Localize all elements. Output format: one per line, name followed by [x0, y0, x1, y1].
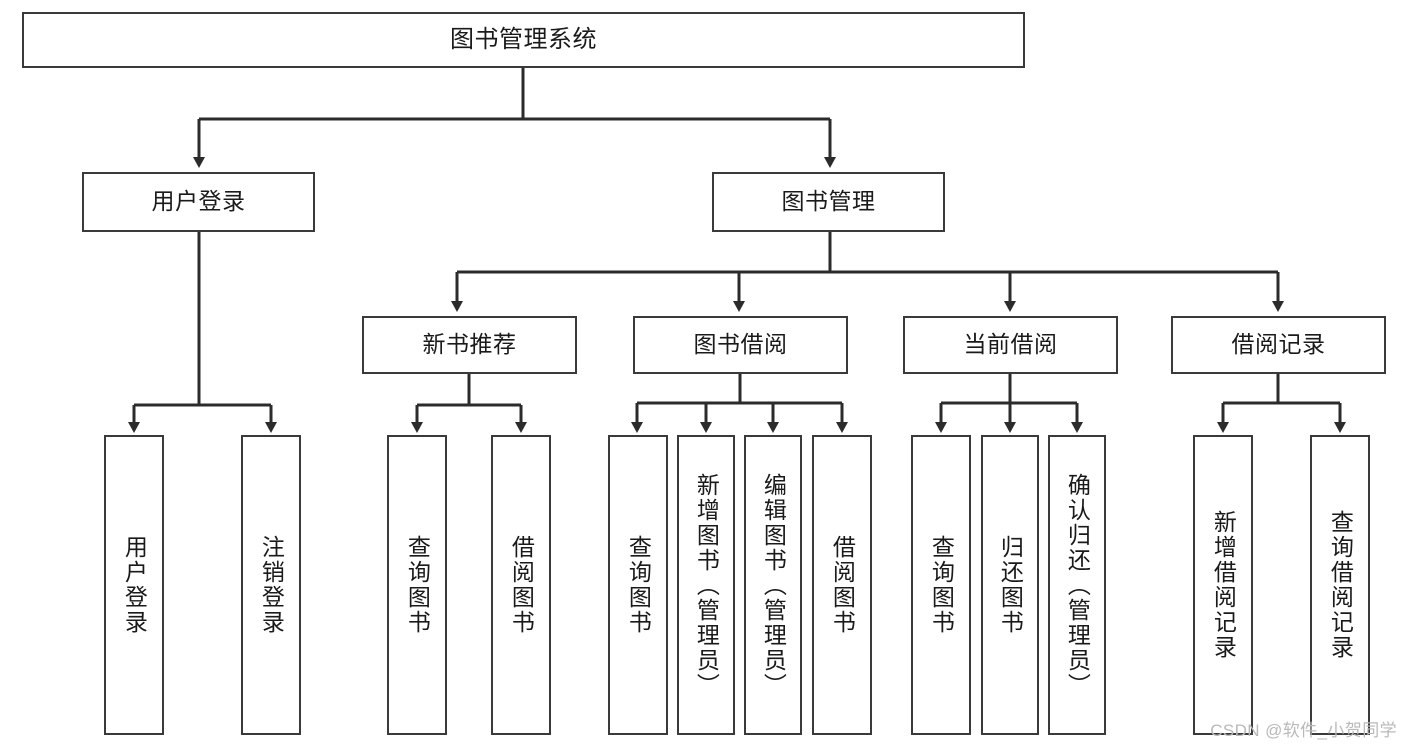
leaf-add-book[interactable]: 新增图书（管理员）: [677, 435, 735, 735]
node-root-label: 图书管理系统: [450, 25, 597, 53]
leaf-query-book-2[interactable]: 查询图书: [608, 435, 668, 735]
leaf-query-book-2-label: 查询图书: [625, 535, 652, 635]
node-borrow-record[interactable]: 借阅记录: [1171, 316, 1386, 374]
node-user-login[interactable]: 用户登录: [82, 172, 315, 232]
leaf-borrow-book-1-label: 借阅图书: [508, 535, 535, 635]
leaf-query-book-1-label: 查询图书: [404, 535, 431, 635]
node-book-borrow-label: 图书借阅: [693, 331, 788, 358]
leaf-return-book[interactable]: 归还图书: [981, 435, 1039, 735]
leaf-add-record-label: 新增借阅记录: [1210, 510, 1237, 660]
leaf-query-record-label: 查询借阅记录: [1327, 510, 1354, 660]
node-new-book-recommend-label: 新书推荐: [422, 331, 517, 358]
leaf-borrow-book-1[interactable]: 借阅图书: [491, 435, 551, 735]
node-book-manage[interactable]: 图书管理: [712, 172, 945, 232]
watermark: CSDN @软件_小贺同学: [1210, 721, 1397, 740]
node-borrow-record-label: 借阅记录: [1231, 331, 1326, 358]
leaf-query-book-3-label: 查询图书: [928, 535, 955, 635]
node-book-manage-label: 图书管理: [781, 188, 876, 215]
node-current-borrow[interactable]: 当前借阅: [903, 316, 1118, 374]
node-new-book-recommend[interactable]: 新书推荐: [362, 316, 577, 374]
leaf-query-record[interactable]: 查询借阅记录: [1310, 435, 1370, 735]
node-book-borrow[interactable]: 图书借阅: [633, 316, 848, 374]
leaf-add-record[interactable]: 新增借阅记录: [1193, 435, 1253, 735]
leaf-user-login[interactable]: 用户登录: [104, 435, 164, 735]
node-user-login-label: 用户登录: [151, 188, 246, 215]
leaf-user-login-label: 用户登录: [121, 535, 148, 635]
leaf-logout-login-label: 注销登录: [258, 535, 285, 635]
leaf-return-book-label: 归还图书: [997, 535, 1024, 635]
leaf-logout-login[interactable]: 注销登录: [241, 435, 301, 735]
leaf-add-book-label: 新增图书（管理员）: [693, 472, 720, 698]
leaf-query-book-1[interactable]: 查询图书: [387, 435, 447, 735]
leaf-confirm-return[interactable]: 确认归还（管理员）: [1048, 435, 1106, 735]
node-root[interactable]: 图书管理系统: [22, 12, 1025, 68]
leaf-edit-book-label: 编辑图书（管理员）: [760, 472, 787, 698]
leaf-borrow-book-2[interactable]: 借阅图书: [812, 435, 872, 735]
leaf-query-book-3[interactable]: 查询图书: [911, 435, 971, 735]
leaf-borrow-book-2-label: 借阅图书: [829, 535, 856, 635]
leaf-confirm-return-label: 确认归还（管理员）: [1064, 472, 1091, 698]
node-current-borrow-label: 当前借阅: [963, 331, 1058, 358]
leaf-edit-book[interactable]: 编辑图书（管理员）: [744, 435, 802, 735]
